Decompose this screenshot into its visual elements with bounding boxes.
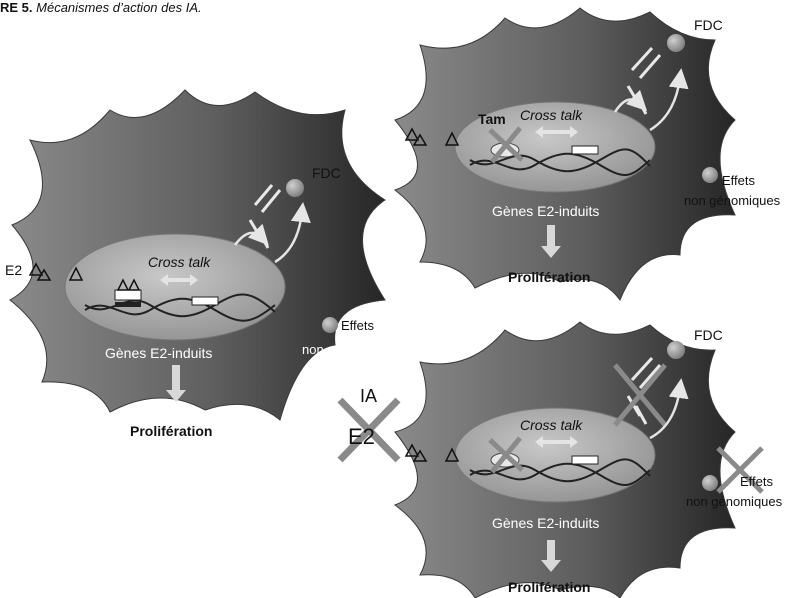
receptor-cross-bottom — [488, 436, 524, 474]
e2-triangles-bottom — [404, 443, 460, 462]
genes-label-bottom: Gènes E2-induits — [492, 515, 599, 531]
caption-title: Mécanismes d’action des IA. — [36, 0, 202, 15]
cross-talk-arrow-left — [160, 274, 198, 286]
cross-talk-label-top: Cross talk — [520, 107, 583, 123]
effets-label-left: Effets — [341, 318, 375, 333]
receptor-left-2 — [115, 302, 141, 307]
nucleus-top — [454, 101, 656, 193]
gene-box-left — [191, 296, 219, 306]
cross-talk-arrow-bottom — [535, 436, 578, 448]
cell-top-right — [393, 7, 736, 302]
e2-triangles-top — [404, 127, 460, 146]
non-genomiques-label-left: non génomiques — [302, 342, 399, 357]
nucleus-left — [64, 233, 286, 341]
fdc-ball-left — [286, 179, 304, 197]
dna-strand-top — [469, 152, 651, 176]
proliferation-arrow-top — [541, 225, 561, 258]
e2-label-left: E2 — [5, 262, 22, 278]
tam-cross-top — [488, 126, 524, 164]
proliferation-arrow-left — [166, 365, 186, 402]
fdc-receptor-left — [248, 184, 282, 249]
e2-triangles-left — [28, 262, 84, 281]
proliferation-label-left: Prolifération — [130, 423, 212, 439]
non-genomiques-label-top: non génomiques — [684, 193, 781, 208]
non-genomiques-label-bottom: non génomiques — [686, 494, 783, 509]
dna-strand-bottom-2 — [469, 458, 651, 483]
fdc-ball-top — [667, 34, 685, 52]
signal-arrow-left-2 — [274, 202, 311, 264]
fdc-ball-bottom — [667, 341, 685, 359]
effets-ball-left — [322, 317, 338, 333]
tam-label: Tam — [478, 111, 506, 127]
receptor-left-1 — [114, 289, 142, 301]
fdc-label-top: FDC — [694, 17, 723, 33]
effets-block-cross — [716, 446, 764, 494]
proliferation-label-bottom: Prolifération — [508, 579, 590, 595]
cross-talk-label-bottom: Cross talk — [520, 417, 583, 433]
genes-label-top: Gènes E2-induits — [492, 203, 599, 219]
proliferation-arrow-bottom — [541, 540, 561, 572]
signal-arrow-top — [613, 89, 648, 113]
gene-box-top — [571, 145, 599, 155]
effets-ball-bottom — [702, 475, 718, 491]
signal-arrow-left — [234, 223, 269, 246]
fdc-label-bottom: FDC — [694, 327, 723, 343]
fdc-block-cross — [613, 363, 667, 427]
caption-prefix: RE 5. — [0, 0, 33, 15]
fdc-receptor-top — [626, 46, 662, 115]
effets-ball-top — [702, 167, 718, 183]
proliferation-label-top: Prolifération — [508, 269, 590, 285]
effets-label-bottom: Effets — [740, 474, 774, 489]
genes-label-left: Gènes E2-induits — [105, 345, 212, 361]
ia-label: IA — [360, 386, 377, 406]
e2-label-bottom: E2 — [348, 424, 375, 449]
fdc-label-left: FDC — [312, 165, 341, 181]
effets-label-top: Effets — [722, 173, 756, 188]
dna-strand-bottom — [469, 462, 651, 486]
dna-strand-left — [84, 297, 276, 322]
gene-box-bottom — [571, 455, 599, 465]
promoter-triangles-left — [116, 278, 141, 291]
cross-talk-label-left: Cross talk — [148, 254, 211, 270]
figure-caption: RE 5. Mécanismes d’action des IA. — [0, 0, 202, 15]
fdc-receptor-bottom — [626, 356, 662, 425]
cell-left — [9, 89, 386, 421]
dna-strand-top-2 — [469, 148, 651, 173]
signal-arrow-top-2 — [649, 68, 689, 132]
cell-bottom-right — [337, 321, 764, 598]
cross-talk-arrow-top — [535, 126, 578, 138]
ia-e2-cross — [337, 397, 401, 463]
signal-arrow-bottom — [649, 378, 689, 440]
